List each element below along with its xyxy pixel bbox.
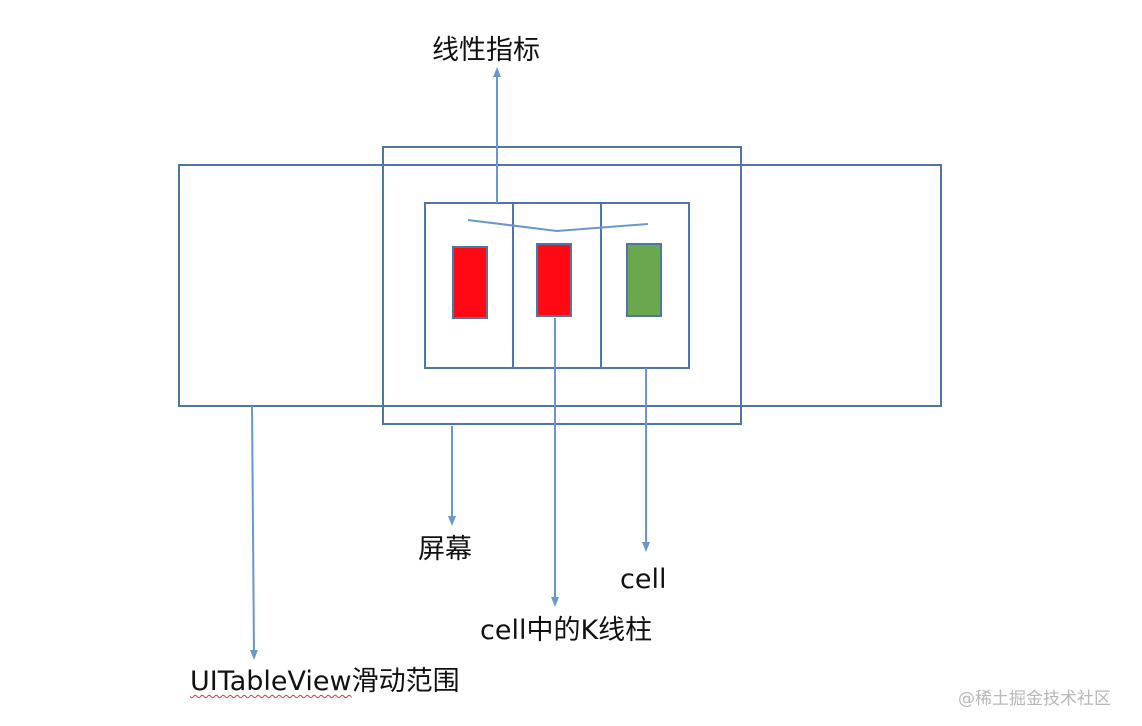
tableview-scroll-range-box — [178, 164, 942, 407]
label-tableview-scroll-range: UITableView滑动范围 — [190, 668, 460, 695]
arrow-to-tableview — [249, 405, 258, 660]
label-linear-indicator: 线性指标 — [432, 35, 540, 66]
candle-green — [626, 243, 662, 317]
label-cell: cell — [620, 564, 667, 595]
label-tableview-name: UITableView — [190, 666, 352, 697]
label-scroll-range: 滑动范围 — [351, 666, 460, 697]
screen-box — [382, 146, 742, 425]
label-cell-kline-bar: cell中的K线柱 — [480, 615, 653, 646]
label-screen: 屏幕 — [418, 534, 472, 565]
linear-indicator-line — [467, 219, 649, 233]
watermark: @稀土掘金技术社区 — [958, 689, 1111, 709]
candle-red-1 — [452, 246, 488, 319]
candle-red-2 — [536, 243, 572, 317]
